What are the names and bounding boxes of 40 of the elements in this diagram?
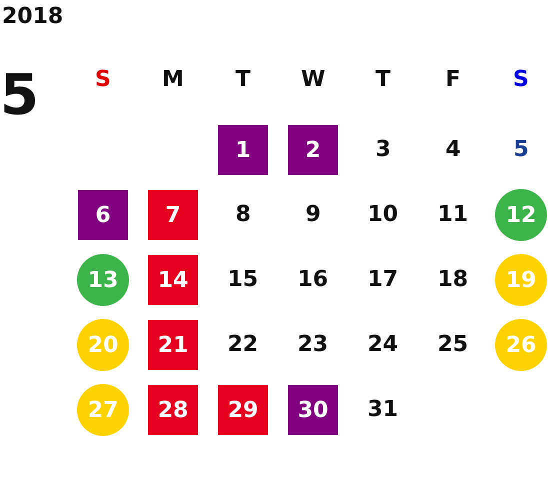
year-heading: 2018 [2,6,64,28]
highlighted-day-circle: 20 [77,319,129,371]
highlighted-day-circle: 27 [77,384,129,436]
highlighted-day-square: 29 [218,385,268,435]
weekday-label: F [446,69,461,91]
day-number: 5 [514,139,529,161]
highlighted-day-circle: 26 [495,319,547,371]
month-number: 5 [0,68,39,124]
day-number: 22 [228,334,258,356]
day-number: 9 [306,204,321,226]
highlighted-day-square: 6 [78,190,128,240]
day-number: 24 [368,334,398,356]
day-number: 10 [368,204,398,226]
day-number: 4 [446,139,461,161]
highlighted-day-square: 7 [148,190,198,240]
day-number: 15 [228,269,258,291]
day-number: 31 [368,399,398,421]
highlighted-day-square: 14 [148,255,198,305]
highlighted-day-circle: 19 [495,254,547,306]
day-number: 8 [236,204,251,226]
highlighted-day-square: 28 [148,385,198,435]
weekday-label: S [95,69,111,91]
day-number: 17 [368,269,398,291]
day-number: 11 [438,204,468,226]
weekday-label: S [513,69,529,91]
day-number: 16 [298,269,328,291]
day-number: 3 [376,139,391,161]
highlighted-day-square: 30 [288,385,338,435]
highlighted-day-circle: 13 [77,254,129,306]
weekday-label: W [301,69,326,91]
weekday-label: T [236,69,251,91]
highlighted-day-square: 1 [218,125,268,175]
day-number: 25 [438,334,468,356]
weekday-label: T [376,69,391,91]
day-number: 23 [298,334,328,356]
highlighted-day-square: 21 [148,320,198,370]
highlighted-day-circle: 12 [495,189,547,241]
highlighted-day-square: 2 [288,125,338,175]
day-number: 18 [438,269,468,291]
weekday-label: M [162,69,184,91]
